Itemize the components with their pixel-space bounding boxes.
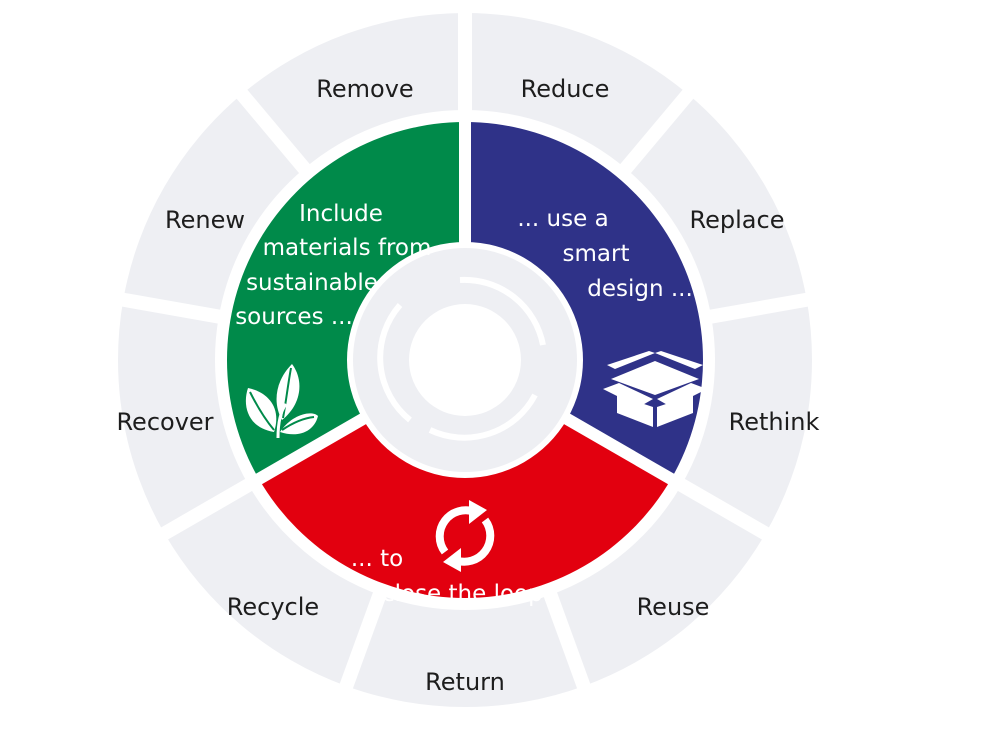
label-recycle: Recycle <box>227 593 319 621</box>
blue-text-line-2: smart <box>563 241 630 267</box>
segment-gap <box>543 590 591 691</box>
center-arrows <box>377 276 546 441</box>
green-text-line-4: sources ... <box>235 304 353 330</box>
outer-segment-reuse <box>550 485 766 687</box>
green-text-line-3: sustainable <box>246 270 378 296</box>
green-text-line-1: Include <box>299 201 383 227</box>
outer-segment-replace <box>625 94 807 317</box>
green-segment-text: Include materials from sustainable sourc… <box>235 201 431 330</box>
center-inner-circle <box>409 304 521 416</box>
label-replace: Replace <box>690 206 785 234</box>
outer-segment-rethink <box>681 299 812 534</box>
segment-gap <box>159 477 254 541</box>
blue-segment-text: ... use a smart design ... <box>517 206 692 302</box>
outer-segment-renew <box>123 94 305 317</box>
segment-gap <box>120 292 222 324</box>
leaves-icon <box>245 364 318 439</box>
segment-gap <box>676 477 771 541</box>
outer-segment-return <box>346 594 584 707</box>
outer-segment-reduce <box>465 13 689 169</box>
label-rethink: Rethink <box>729 408 820 436</box>
center-hub <box>353 248 577 472</box>
label-recover: Recover <box>116 408 213 436</box>
outer-segment-recycle <box>164 485 380 687</box>
label-reuse: Reuse <box>637 593 710 621</box>
green-text-line-2: materials from <box>263 235 432 261</box>
box-icon <box>603 351 707 427</box>
label-renew: Renew <box>165 206 245 234</box>
label-reduce: Reduce <box>521 75 610 103</box>
red-text-line-1: ... to <box>351 546 403 572</box>
red-segment-text: ... to close the loop. <box>351 546 550 607</box>
segment-gap <box>235 88 311 175</box>
recycle-arrows-icon <box>435 500 495 572</box>
segment-gap <box>339 590 387 691</box>
blue-text-line-3: design ... <box>587 276 693 302</box>
label-return: Return <box>425 668 505 696</box>
outer-segment-remove <box>241 13 465 169</box>
outer-labels: Reduce Replace Rethink Reuse Return Recy… <box>116 75 819 696</box>
label-remove: Remove <box>316 75 413 103</box>
outer-segment-recover <box>117 299 249 534</box>
segment-gap <box>562 412 676 486</box>
blue-text-line-1: ... use a <box>517 206 608 232</box>
segment-gap <box>619 88 695 175</box>
segment-gap <box>708 292 810 324</box>
segment-gap <box>254 412 368 486</box>
red-text-line-2: close the loop. <box>382 581 550 607</box>
outer-ring <box>117 11 812 707</box>
